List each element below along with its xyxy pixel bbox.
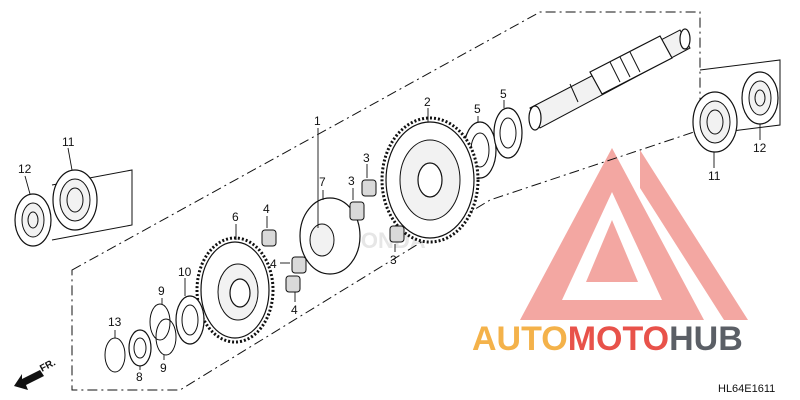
- bearing-11-left: [52, 169, 98, 231]
- callout-3a: 3: [363, 151, 370, 165]
- callout-11-right: 11: [708, 169, 721, 183]
- callout-9a: 9: [158, 284, 165, 298]
- washer-8: [128, 329, 152, 367]
- bearing-11-right: [692, 91, 738, 153]
- callout-12-right: 12: [753, 141, 767, 155]
- callout-4b: 4: [270, 257, 277, 271]
- spring-4c: [285, 275, 301, 293]
- needle-bearing-10: [175, 295, 205, 345]
- watermark-text: AUTOMOTOHUB: [472, 320, 743, 358]
- bearing-12-left: [14, 193, 52, 247]
- diagram-code: HL64E1611: [718, 383, 775, 395]
- front-direction-arrow-icon: [14, 370, 44, 390]
- callout-9b: 9: [160, 361, 167, 375]
- spring-4b: [291, 256, 307, 274]
- callout-13: 13: [108, 315, 122, 329]
- callout-5a: 5: [474, 102, 481, 116]
- spring-3c: [389, 225, 405, 243]
- right-bracket: [699, 59, 781, 136]
- callout-4a: 4: [263, 202, 270, 216]
- callout-3b: 3: [348, 174, 355, 188]
- callout-8: 8: [136, 370, 143, 384]
- front-direction-label: FR.: [38, 357, 58, 374]
- circlip-9b: [155, 318, 177, 356]
- washer-5b: [493, 107, 523, 159]
- callout-2: 2: [424, 95, 431, 109]
- hub-7: [299, 197, 361, 275]
- bearing-12-right: [741, 71, 779, 125]
- callout-7: 7: [319, 175, 326, 189]
- callout-5b: 5: [500, 87, 507, 101]
- gear-6: [195, 236, 275, 344]
- callout-10: 10: [178, 265, 192, 279]
- spring-4a: [261, 229, 277, 247]
- spring-3b: [349, 201, 365, 221]
- automotohub-logo-icon: [520, 148, 748, 320]
- snap-ring-13: [104, 337, 126, 373]
- leader-lines: [24, 100, 761, 370]
- callout-12-left: 12: [18, 162, 32, 176]
- spring-3a: [361, 179, 377, 197]
- gear-2: [380, 116, 480, 244]
- callout-11-left: 11: [62, 135, 75, 149]
- callout-1: 1: [314, 114, 321, 128]
- assembly-outline: [71, 11, 701, 391]
- left-bracket: [51, 169, 133, 241]
- callout-4c: 4: [291, 303, 298, 317]
- callout-3c: 3: [390, 253, 397, 267]
- main-shaft: [528, 28, 691, 131]
- callout-6: 6: [232, 210, 239, 224]
- circlip-9a: [149, 303, 171, 341]
